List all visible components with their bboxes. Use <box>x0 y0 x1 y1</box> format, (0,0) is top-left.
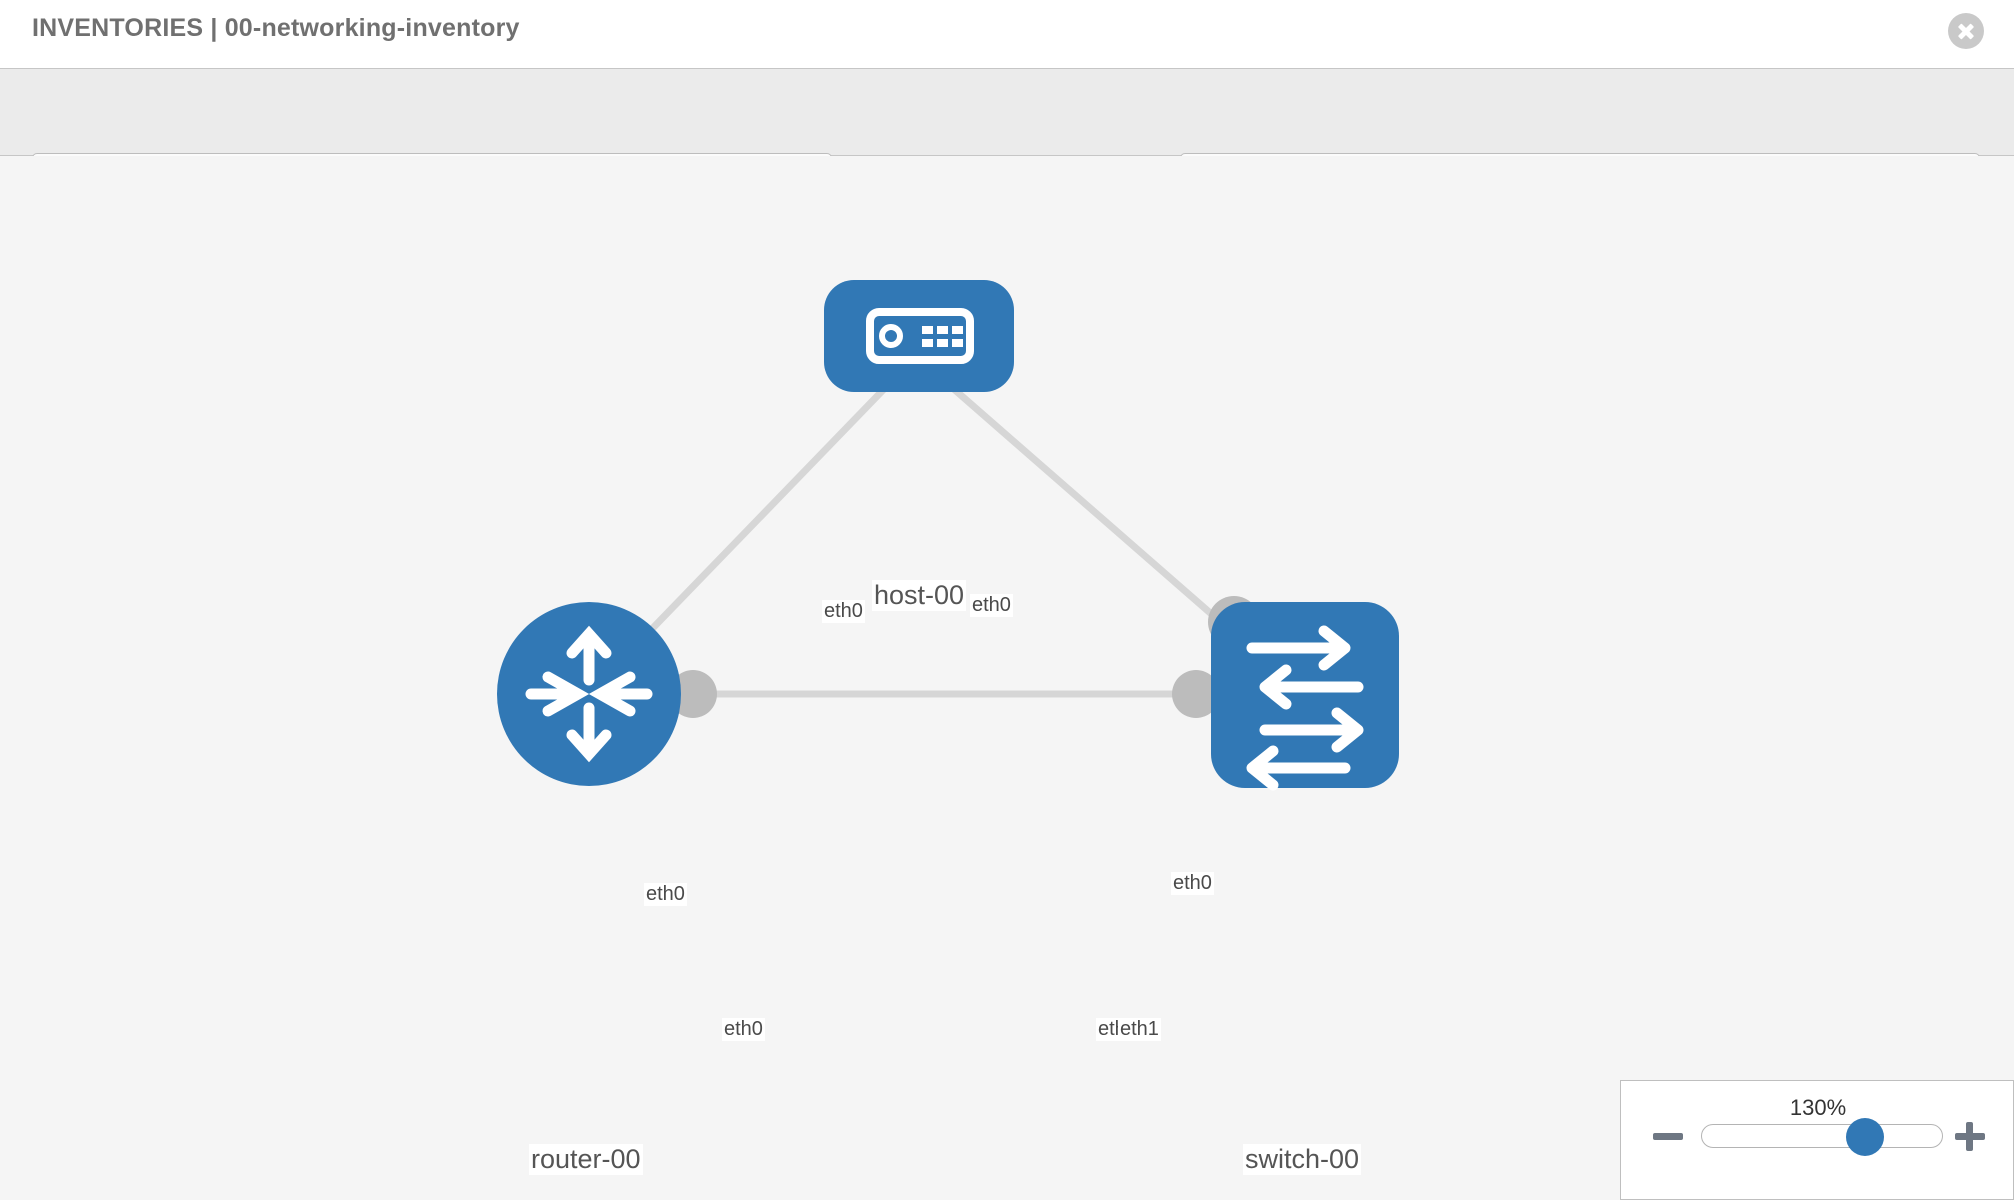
interface-label-switch-up: eth0 <box>1171 872 1214 895</box>
topology-links <box>586 353 1306 698</box>
zoom-control-panel: 130% <box>1620 1080 2014 1200</box>
port-switch-left[interactable] <box>1172 670 1220 718</box>
node-label-switch-00: switch-00 <box>1243 1144 1362 1175</box>
host-device-icon <box>866 308 974 364</box>
router-arrows-icon <box>525 625 653 763</box>
zoom-out-button[interactable] <box>1651 1119 1685 1153</box>
interface-label-router-right: eth0 <box>722 1018 765 1041</box>
interface-label-host-right: eth0 <box>970 594 1013 617</box>
node-label-router-00: router-00 <box>529 1144 643 1175</box>
port-router-right[interactable] <box>669 670 717 718</box>
topology-graph <box>497 280 1399 791</box>
page-header: INVENTORIES | 00-networking-inventory <box>0 0 2014 68</box>
interface-label-switch-left-eth1: eth1 <box>1118 1018 1161 1041</box>
topology-canvas[interactable]: host-00 router-00 switch-00 eth0 eth0 et… <box>0 156 2014 1200</box>
node-host-00[interactable] <box>824 280 1014 392</box>
node-switch-00[interactable] <box>1211 602 1399 791</box>
interface-label-host-left: eth0 <box>822 600 865 623</box>
page-title: INVENTORIES | 00-networking-inventory <box>32 14 520 42</box>
node-label-host-00: host-00 <box>872 580 967 611</box>
zoom-in-button[interactable] <box>1953 1119 1987 1153</box>
zoom-slider[interactable] <box>1701 1118 1943 1156</box>
node-router-00[interactable] <box>497 602 681 786</box>
interface-label-router-up: eth0 <box>644 883 687 906</box>
close-icon[interactable] <box>1948 13 1984 49</box>
zoom-level-label: 130% <box>1789 1095 1847 1120</box>
toolbar: ACTIONS SEARCH <box>0 68 2014 207</box>
switch-arrows-icon <box>1246 625 1364 791</box>
zoom-slider-handle[interactable] <box>1846 1118 1884 1156</box>
